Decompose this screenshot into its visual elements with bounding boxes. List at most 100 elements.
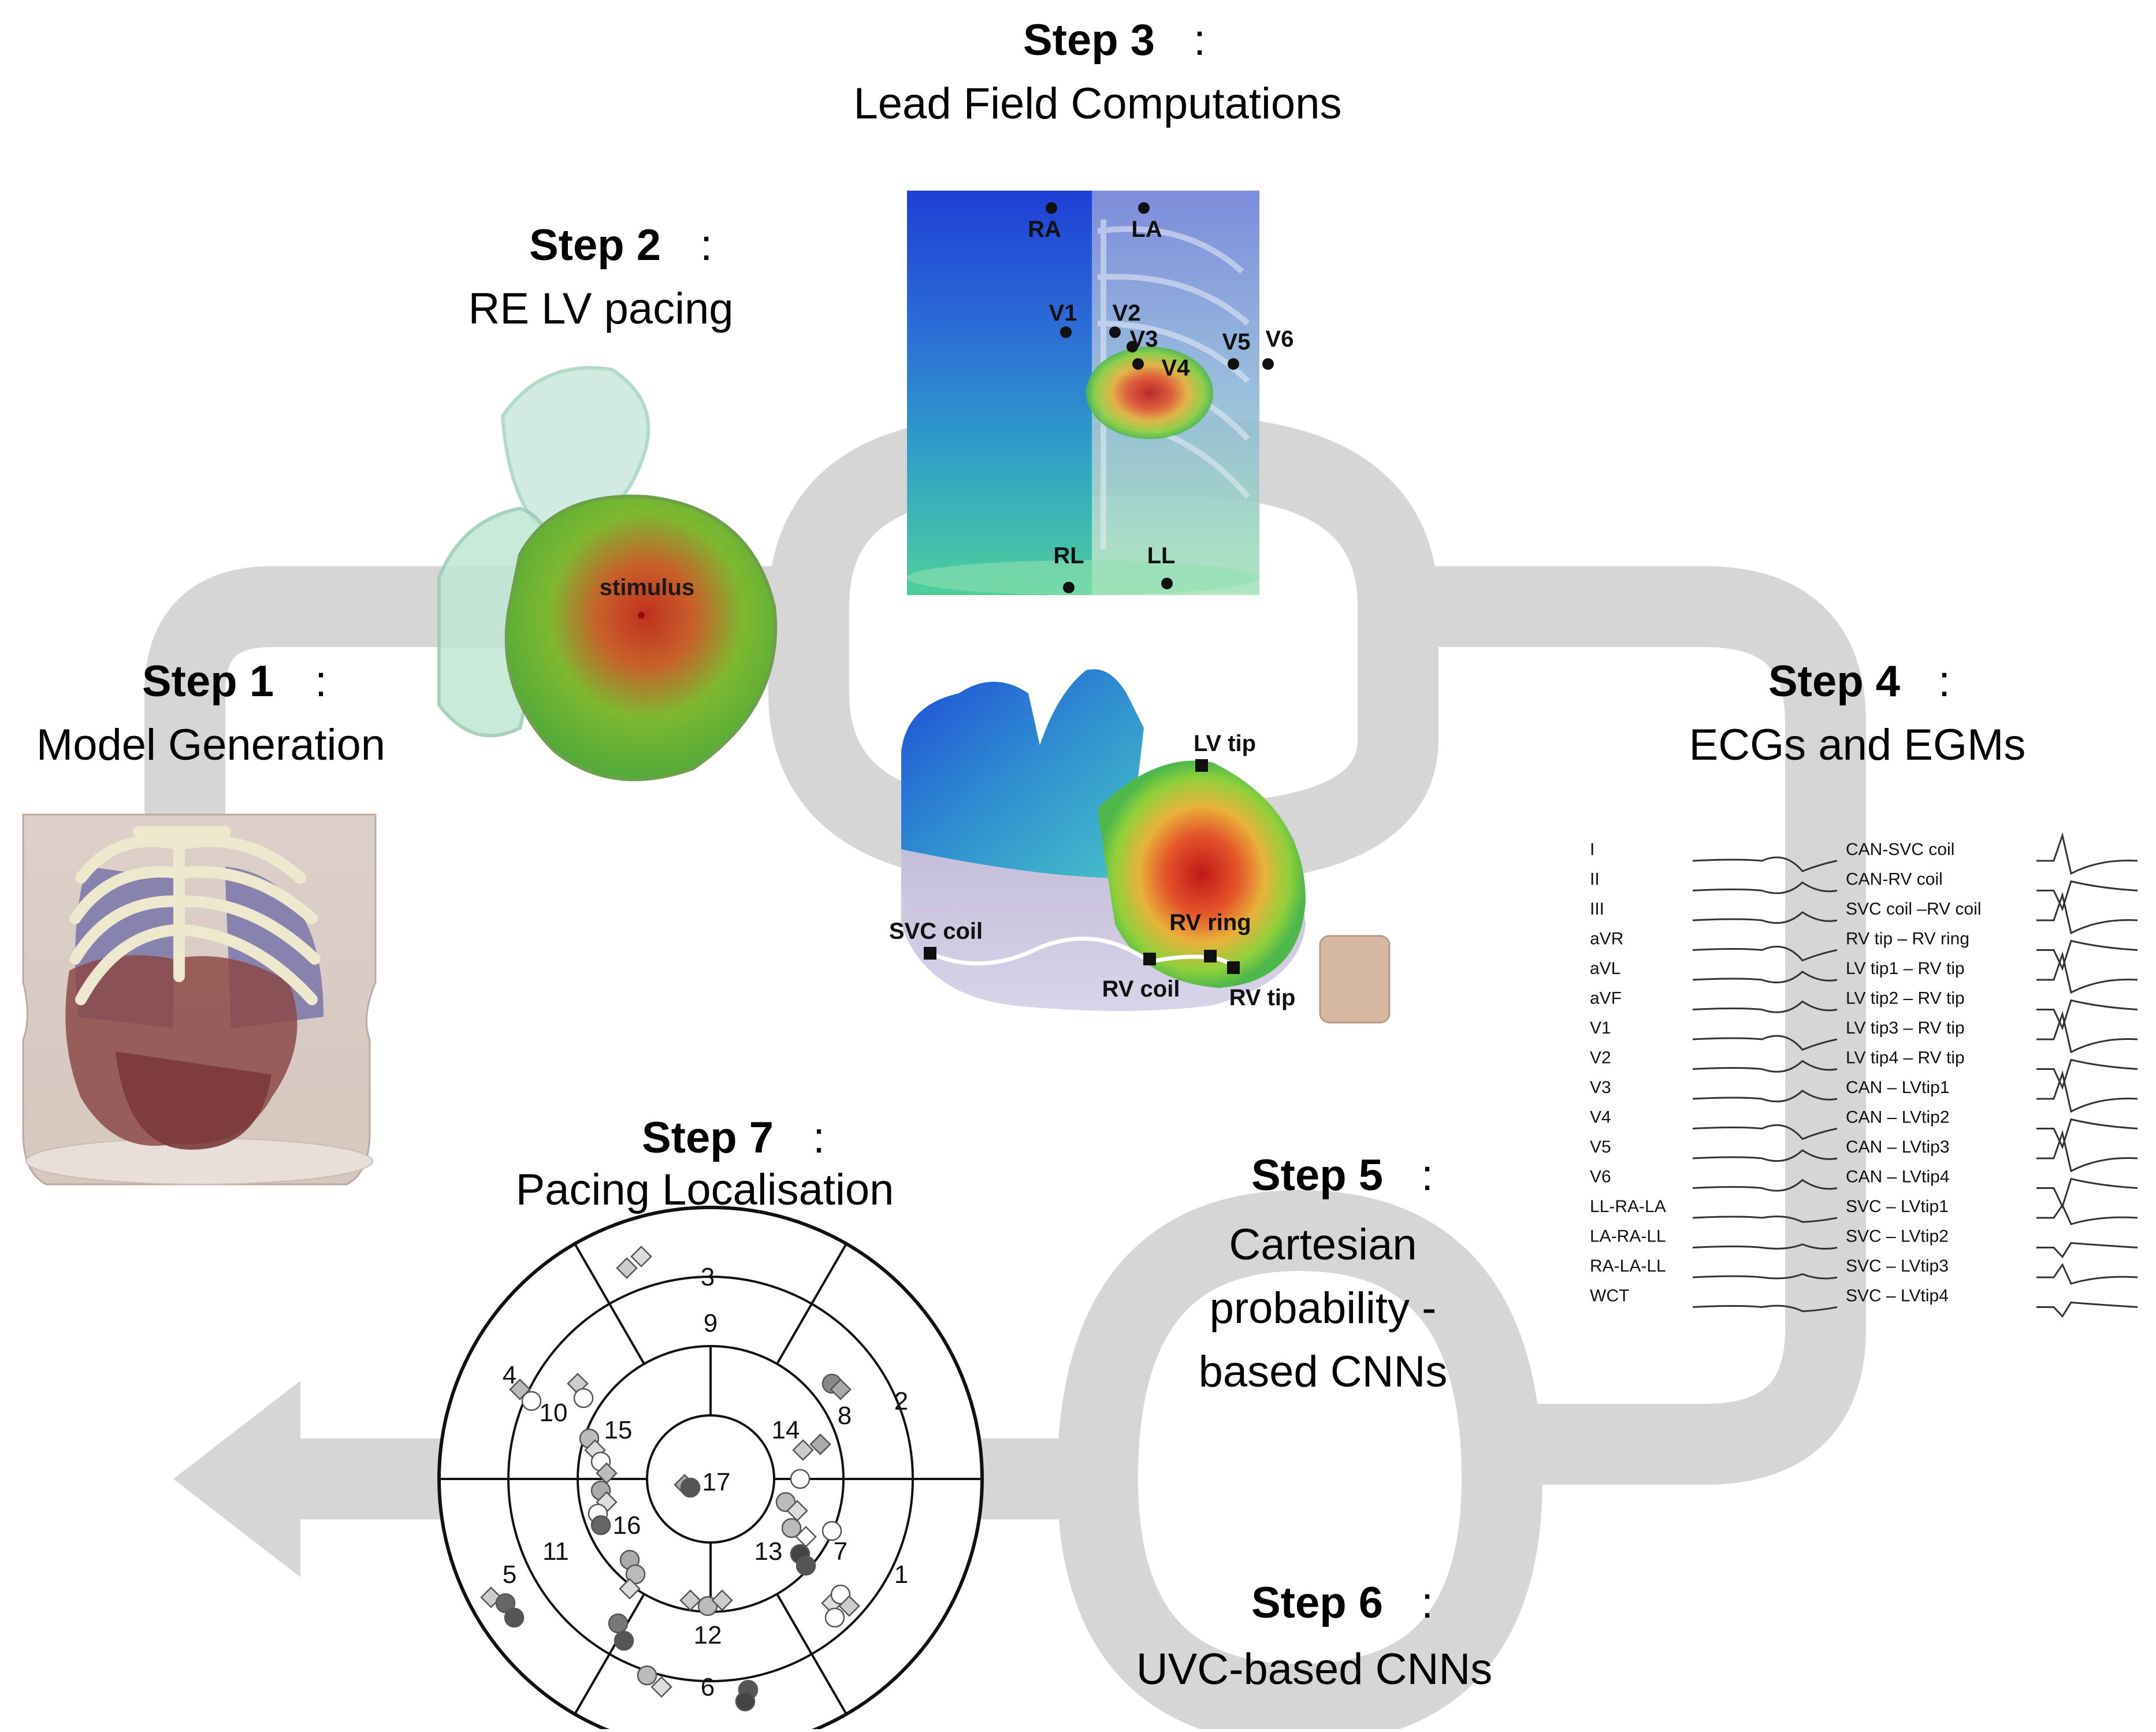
prediction-circle [735, 1691, 756, 1712]
segment-divider [574, 1243, 611, 1304]
step6-title-colon: : [1421, 1578, 1433, 1627]
heart-blue-top [901, 669, 1144, 878]
lead-rv-tip-label: RV tip [1229, 985, 1296, 1010]
electrode-v4-marker [1132, 358, 1144, 370]
ecg-trace [1692, 1124, 1838, 1140]
ecg-lead-label: aVR [1590, 930, 1623, 949]
ecg-lead-label: RA-LA-LL [1590, 1257, 1666, 1276]
step1-subtitle: Model Generation [36, 720, 385, 770]
ecg-trace [1692, 1090, 1838, 1103]
segment-divider [776, 1593, 813, 1655]
ecg-trace [1692, 1273, 1838, 1280]
segment-5-label: 5 [503, 1560, 516, 1589]
lead-rv-tip-marker [1227, 961, 1240, 974]
ecg-trace [1692, 881, 1838, 894]
rib-cage [69, 826, 321, 1005]
ecg-trace [1692, 1035, 1838, 1051]
segment-15-label: 15 [604, 1416, 633, 1444]
segment-10-label: 10 [540, 1399, 568, 1427]
prediction-circle [573, 1388, 594, 1408]
segment-7-label: 7 [834, 1537, 847, 1566]
prediction-circle [830, 1584, 851, 1605]
step1-model-image [22, 813, 377, 1185]
prediction-diamond [711, 1589, 733, 1611]
step2-title: Step 2 [529, 221, 661, 270]
step3-title: Step 3 [1023, 16, 1155, 65]
egm-trace [2036, 951, 2138, 994]
electrode-v1-label: V1 [1049, 300, 1077, 326]
egm-trace [2036, 1242, 2138, 1258]
stimulus-marker [638, 612, 645, 619]
lead-rv-ring-label: RV ring [1169, 910, 1251, 935]
egm-lead-label: CAN – LVtip3 [1846, 1138, 1950, 1157]
egm-lead-label: LV tip2 – RV tip [1846, 989, 1965, 1008]
step4-subtitle: ECGs and EGMs [1689, 720, 2026, 770]
flow-band [144, 416, 1866, 1732]
step5-subtitle-line1: Cartesian [1229, 1220, 1417, 1269]
egm-trace [2036, 891, 2138, 935]
lead-rv-coil-marker [1143, 953, 1156, 965]
electrode-la-label: LA [1131, 217, 1162, 242]
electrode-v5-marker [1228, 358, 1239, 370]
prediction-circle [614, 1630, 634, 1651]
step3-title-colon: : [1194, 16, 1206, 65]
segment-8-label: 8 [838, 1402, 852, 1430]
ecg-trace [1692, 1304, 1838, 1313]
electrode-rl-label: RL [1053, 543, 1084, 568]
step6-subtitle: UVC-based CNNs [1136, 1645, 1493, 1694]
egm-trace [2036, 939, 2138, 971]
ecg-lead-label: WCT [1590, 1287, 1629, 1306]
ecg-trace [1692, 1060, 1838, 1073]
ecg-lead-label: LA-RA-LL [1590, 1227, 1666, 1246]
step3-torso-image [907, 191, 1259, 595]
prediction-circle [775, 1492, 796, 1512]
segment-divider [811, 1653, 847, 1715]
ecg-trace [1692, 971, 1838, 984]
prediction-diamond [616, 1257, 638, 1279]
step7-title: Step 7 [642, 1113, 774, 1162]
ecg-trace [1692, 1149, 1838, 1162]
prediction-diamond [650, 1676, 672, 1698]
lead-rv-ring-marker [1204, 950, 1217, 962]
step2-title-colon: : [700, 221, 712, 270]
ecg-trace [1692, 1000, 1838, 1013]
egm-lead-label: SVC – LVtip2 [1846, 1227, 1949, 1246]
prediction-circle [796, 1555, 816, 1576]
egm-trace [2036, 1118, 2138, 1150]
segment-divider [811, 1243, 847, 1304]
electrode-v4-label: V4 [1162, 355, 1191, 381]
ecg-lead-label: V4 [1590, 1108, 1611, 1127]
prediction-diamond [792, 1439, 814, 1461]
ecg-trace [1692, 946, 1838, 962]
egm-trace [2036, 1070, 2138, 1113]
step4-title-colon: : [1938, 657, 1950, 706]
ecg-lead-label: aVL [1590, 959, 1620, 978]
step3-heart-image [901, 669, 1391, 1024]
liver-model [116, 1051, 272, 1150]
step7-title-colon: : [813, 1113, 825, 1162]
egm-trace [2036, 1203, 2138, 1225]
egm-lead-label: CAN-RV coil [1846, 870, 1943, 889]
pacing-lv [504, 495, 778, 782]
ecg-lead-label: V1 [1590, 1019, 1611, 1038]
step1-title-colon: : [315, 657, 327, 706]
lead-lv-tip-marker [1195, 759, 1208, 772]
electrode-v5-label: V5 [1222, 329, 1251, 355]
flow-band-right [1358, 566, 1866, 1485]
segment-divider [574, 1653, 611, 1715]
segment-divider [608, 1303, 645, 1365]
prediction-circle [590, 1515, 611, 1536]
step3-subtitle: Lead Field Computations [854, 79, 1342, 128]
electrode-ra-label: RA [1028, 217, 1061, 242]
egm-lead-label: CAN – LVtip4 [1846, 1168, 1950, 1187]
segment-divider [776, 1303, 813, 1365]
lead-lv-tip-label: LV tip [1194, 731, 1256, 756]
prediction-diamond [630, 1246, 652, 1268]
prediction-diamond [838, 1595, 860, 1617]
prediction-circle [625, 1564, 646, 1585]
segment-14-label: 14 [772, 1416, 800, 1444]
egm-lead-label: CAN-SVC coil [1846, 840, 1954, 859]
egm-trace [2036, 832, 2138, 875]
